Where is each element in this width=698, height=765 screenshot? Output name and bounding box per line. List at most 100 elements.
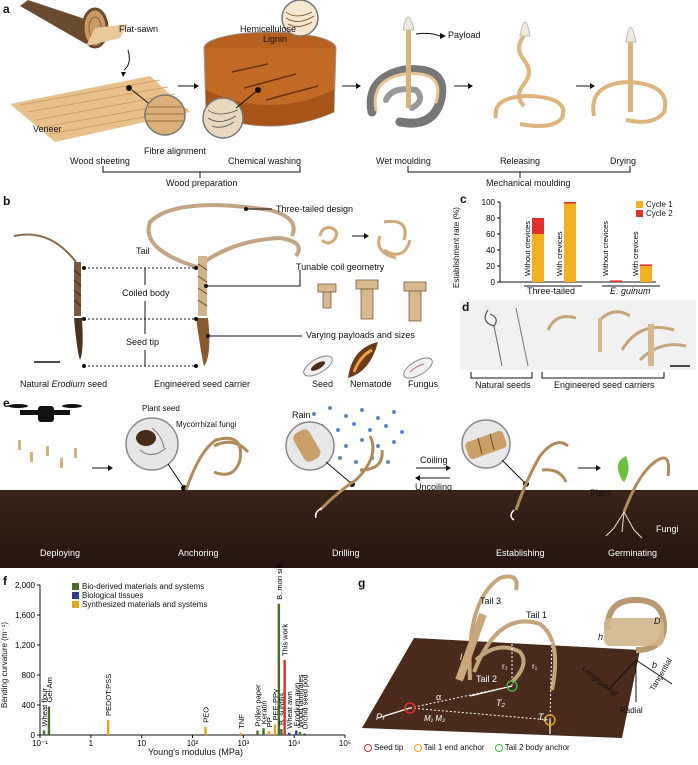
legend-tail2-anchor: Tail 2 body anchor <box>494 743 570 752</box>
label-d: D <box>654 616 661 626</box>
chart-f-ytick-label: 1,200 <box>15 641 36 650</box>
chart-f-stem <box>239 732 243 735</box>
chart-c-bar <box>610 280 622 282</box>
stage-deploying: Deploying <box>40 548 81 558</box>
chart-f-point-label: Pollen paper <box>254 684 263 727</box>
chart-f-stem <box>204 726 207 735</box>
chart-f-point-label: Wheat flour <box>40 688 49 727</box>
chart-f-xtick-label: 1 <box>89 739 94 748</box>
chart-c-bar <box>564 202 576 204</box>
label-tail-3: Tail 3 <box>480 596 502 606</box>
label-tail: Tail <box>136 246 150 256</box>
label-lignin: Lignin <box>263 34 288 44</box>
chart-f-stem <box>280 729 283 735</box>
chart-f-stem <box>256 730 259 735</box>
label-plant-seed: Plant seed <box>142 404 180 413</box>
chart-f-stem <box>295 730 298 735</box>
chart-c-bar <box>532 234 544 282</box>
soil-band <box>0 490 698 568</box>
chart-f-point-label: B. subtilis <box>277 693 286 725</box>
chart-f-stem <box>277 603 281 735</box>
chart-f-stem <box>298 732 302 735</box>
label-t2: T₂ <box>496 698 505 708</box>
chart-f-stem <box>273 724 277 735</box>
chart-c-bar <box>564 203 576 282</box>
label-drying: Drying <box>610 156 637 166</box>
chart-f-point-label: TNF <box>237 714 246 729</box>
chart-f-point-label: PP <box>265 717 274 727</box>
chart-f-point-label: PEO <box>201 707 210 723</box>
natural-prefix: Natural <box>20 379 50 389</box>
stage-establishing: Establishing <box>496 548 545 558</box>
chart-c-group-2: E. guinum <box>610 286 651 296</box>
panel-d-photo <box>460 300 696 370</box>
label-mechanical-moulding: Mechanical moulding <box>486 178 571 188</box>
chart-c-ytick-label: 40 <box>486 246 495 255</box>
label-payload: Payload <box>448 30 481 40</box>
panel-b-label: b <box>3 194 11 208</box>
natural-suffix: seed <box>87 379 108 389</box>
label-b: b <box>652 660 658 670</box>
chart-c-bar <box>532 218 544 234</box>
label-wood-sheeting: Wood sheeting <box>70 156 130 166</box>
panel-c-label: c <box>460 192 467 206</box>
panel-d-label: d <box>462 300 470 314</box>
chart-f-ytick-label: 0 <box>31 731 36 740</box>
chart-f-ytick-label: 1,600 <box>15 611 36 620</box>
natural-species: Erodium <box>51 379 86 389</box>
chart-f-xlabel: Young's modulus (MPa) <box>148 747 243 757</box>
chart-f-xtick-label: 10⁴ <box>288 739 301 748</box>
chart-f-point-label: Keratin <box>260 700 269 724</box>
legend-synth: Synthesized materials and systems <box>72 600 207 609</box>
label-rain: Rain <box>292 410 311 420</box>
legend-cycle-2: Cycle 2 <box>636 209 673 218</box>
label-flat-sawn: Flat-sawn <box>119 24 159 34</box>
chart-c-group-1: Three-tailed <box>527 286 576 296</box>
chart-f-point-label: PEDOT:PSS <box>104 674 113 716</box>
panel-f-label: f <box>3 574 7 588</box>
label-fungus: Fungus <box>408 379 439 389</box>
label-radial: Radial <box>620 706 643 715</box>
chart-f-stem <box>288 732 291 735</box>
chart-f-stem <box>303 733 306 735</box>
label-natural-seed: Natural Erodium seed <box>20 379 107 389</box>
chart-f-ytick-label: 800 <box>22 671 36 680</box>
label-m: M₁ M₂ <box>424 714 446 723</box>
chart-f-xtick-label: 10² <box>187 739 199 748</box>
chart-f-stem <box>267 731 271 735</box>
chart-f-point-label: B. mori silk <box>275 563 284 600</box>
chart-c-bar-label: Without crevices <box>523 221 532 276</box>
chart-f-stem <box>42 730 46 735</box>
chart-c-ytick-label: 80 <box>486 214 495 223</box>
chart-f-ytick-label: 2,000 <box>15 581 36 590</box>
legend-seed-tip: Seed tip <box>364 743 403 752</box>
chart-c-ytick-label: 60 <box>486 230 495 239</box>
chart-c-ytick-label: 20 <box>486 262 495 271</box>
chart-c-legend: Cycle 1 Cycle 2 <box>636 200 673 218</box>
chart-f-ytick-label: 400 <box>22 701 36 710</box>
label-fungi: Fungi <box>656 524 679 534</box>
chart-f-legend: Bio-derived materials and systems Biolog… <box>72 582 207 609</box>
label-tail-2: Tail 2 <box>476 674 498 684</box>
label-engineered-seed-carrier: Engineered seed carrier <box>154 379 251 389</box>
label-alpha: α <box>436 692 442 702</box>
label-mycorrhizal: Mycorrhizal fungi <box>176 420 237 429</box>
label-three-tailed-design: Three-tailed design <box>276 204 354 214</box>
chart-c-ytick-label: 100 <box>482 198 496 207</box>
chart-f-stem <box>283 660 286 735</box>
label-fibre-alignment: Fibre alignment <box>144 146 207 156</box>
label-r1: r₁ <box>532 662 538 671</box>
label-wet-moulding: Wet moulding <box>376 156 431 166</box>
chart-f-stem <box>107 720 110 735</box>
label-varying-payloads: Varying payloads and sizes <box>306 330 415 340</box>
stage-drilling: Drilling <box>332 548 360 558</box>
label-l: l <box>460 652 462 662</box>
chart-c-bar-label: With crevices <box>631 231 640 276</box>
chart-c-bar-label: Without crevices <box>601 221 610 276</box>
label-plant: Plant <box>590 488 611 498</box>
